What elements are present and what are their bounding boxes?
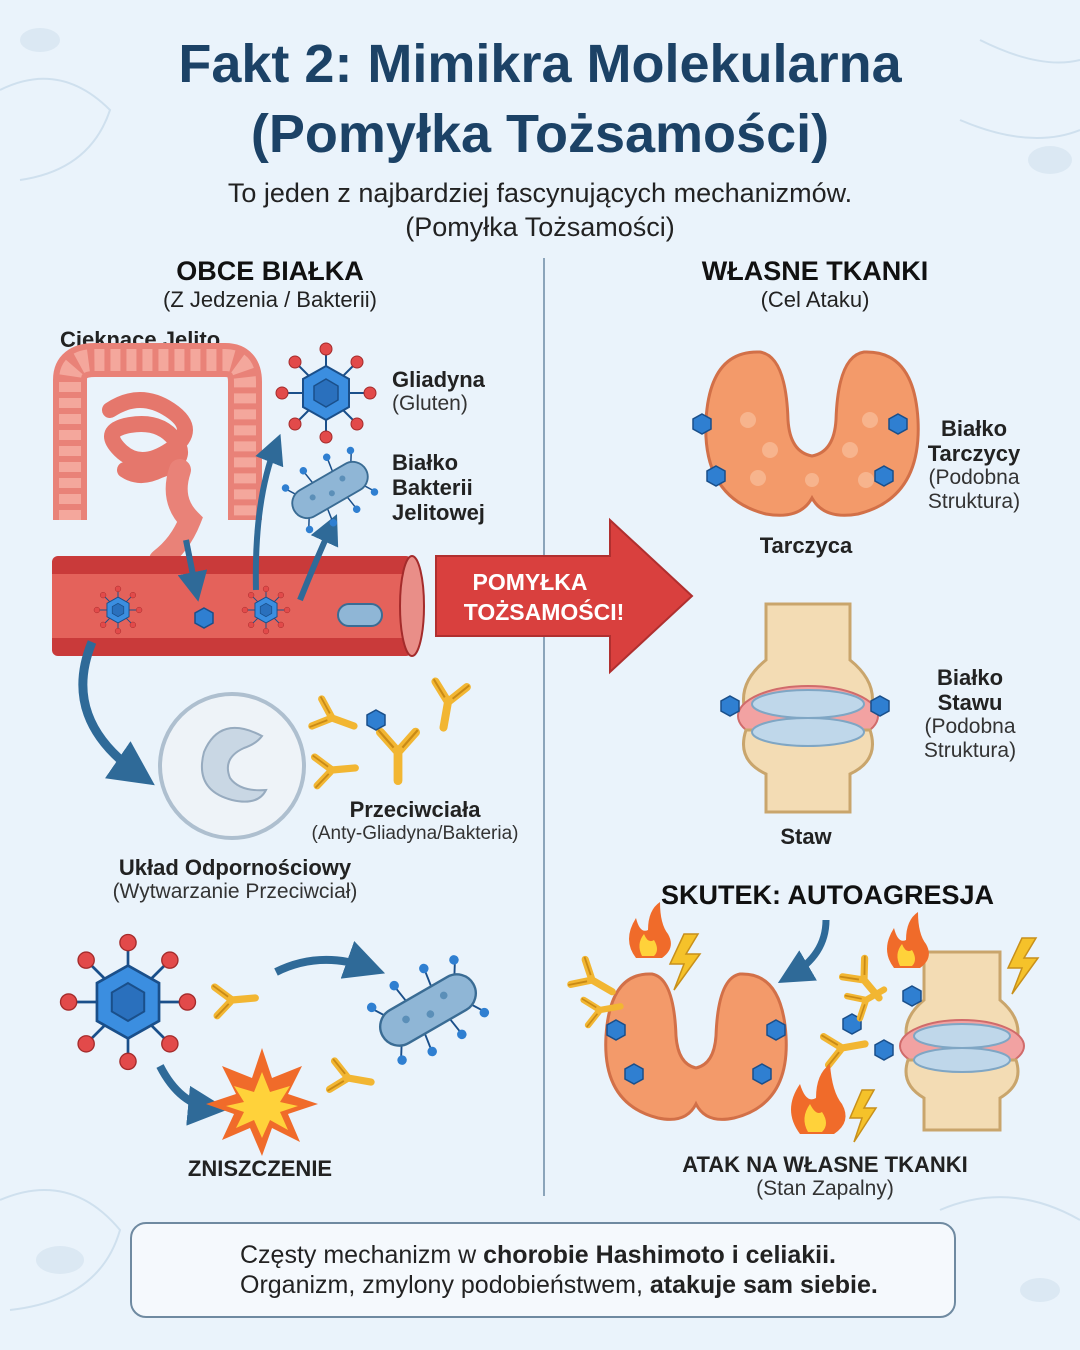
joint-protein-label: Białko Stawu (Podobna Struktura) xyxy=(908,665,1032,763)
thyroid-icon xyxy=(704,350,920,517)
joint-protein-line-1: Białko xyxy=(936,665,1004,690)
mistake-arrow: POMYŁKA TOŻSAMOŚCI! xyxy=(435,517,694,675)
thyroid-protein-label: Białko Tarczycy (Podobna Struktura) xyxy=(912,416,1036,514)
flame-icon xyxy=(629,902,671,958)
destruction-label: ZNISZCZENIE xyxy=(187,1156,333,1181)
immune-system-note: (Wytwarzanie Przeciwciał) xyxy=(112,880,358,903)
thyroid-protein-line-3: (Podobna xyxy=(928,466,1020,489)
joint-label: Staw xyxy=(780,824,832,849)
joint-protein-line-2: Stawu xyxy=(937,690,1003,715)
callout-line-2-prefix: Organizm, zmylony podobieństwem, xyxy=(240,1271,650,1299)
left-heading: OBCE BIAŁKA xyxy=(176,256,364,286)
joint-protein-line-3: (Podobna xyxy=(924,715,1016,738)
callout-line-1-bold: chorobie Hashimoto i celiakii. xyxy=(483,1241,836,1269)
attack-note: (Stan Zapalny) xyxy=(756,1177,894,1200)
immune-system-label: Układ Odpornościowy (Wytwarzanie Przeciw… xyxy=(70,855,400,904)
antibody-icon xyxy=(310,697,360,742)
page-title: Fakt 2: Mimikra Molekularna (Pomyłka Toż… xyxy=(0,34,1080,164)
subtitle-line-1: To jeden z najbardziej fascynujących mec… xyxy=(227,178,853,208)
antibodies-name: Przeciwciała xyxy=(349,797,481,822)
bacteria-protein-line-2: Bakterii xyxy=(392,475,473,500)
right-subheading: (Cel Ataku) xyxy=(760,287,870,312)
left-subheading: (Z Jedzenia / Bakterii) xyxy=(163,287,377,312)
attack-name: ATAK NA WŁASNE TKANKI xyxy=(682,1152,968,1177)
subtitle-line-2: (Pomyłka Tożsamości) xyxy=(405,212,675,242)
immune-system-name: Układ Odpornościowy xyxy=(118,855,352,880)
explosion-icon xyxy=(206,1048,318,1156)
mistake-arrow-line-2: TOŻSAMOŚCI! xyxy=(464,598,625,625)
gliadin-label: Gliadyna (Gluten) xyxy=(392,367,485,416)
callout-line-2: Organizm, zmylony podobieństwem, atakuje… xyxy=(240,1270,940,1300)
thyroid-protein-line-1: Białko xyxy=(940,416,1008,441)
lightning-icon xyxy=(668,933,1040,1143)
right-heading: WŁASNE TKANKI xyxy=(701,256,929,286)
callout-line-2-bold: atakuje sam siebie. xyxy=(649,1271,878,1299)
thyroid-protein-line-4: Struktura) xyxy=(927,490,1021,513)
bacteria-protein-line-1: Białko xyxy=(392,450,459,475)
callout-line-1: Częsty mechanizm w chorobie Hashimoto i … xyxy=(240,1240,940,1270)
title-line-2: (Pomyłka Tożsamości) xyxy=(250,104,830,164)
mistake-arrow-line-1: POMYŁKA xyxy=(473,569,588,595)
callout-text: Częsty mechanizm w chorobie Hashimoto i … xyxy=(240,1240,940,1300)
callout-line-1-prefix: Częsty mechanizm w xyxy=(240,1241,484,1269)
intestine-icon xyxy=(53,343,262,571)
virus-icon xyxy=(275,342,377,444)
column-divider xyxy=(543,258,545,1196)
bacteria-protein-line-3: Jelitowej xyxy=(392,500,485,525)
joint-protein-line-4: Struktura) xyxy=(923,739,1017,762)
title-line-1: Fakt 2: Mimikra Molekularna xyxy=(178,34,902,94)
joint-icon xyxy=(737,602,879,814)
attack-label: ATAK NA WŁASNE TKANKI (Stan Zapalny) xyxy=(640,1152,1010,1201)
thyroid-protein-line-2: Tarczycy xyxy=(927,441,1021,466)
effect-heading: SKUTEK: AUTOAGRESJA xyxy=(660,880,995,910)
immune-cell-icon xyxy=(158,692,306,840)
subtitle: To jeden z najbardziej fascynujących mec… xyxy=(0,176,1080,244)
gliadin-name: Gliadyna xyxy=(392,367,485,392)
callout-box xyxy=(130,1222,956,1318)
thyroid-label: Tarczyca xyxy=(759,533,853,558)
bacteria-protein-label: Białko Bakterii Jelitowej xyxy=(392,450,485,525)
gliadin-note: (Gluten) xyxy=(392,392,468,415)
antibodies-label: Przeciwciała (Anty-Gliadyna/Bakteria) xyxy=(280,797,550,846)
antibodies-note: (Anty-Gliadyna/Bakteria) xyxy=(311,823,519,844)
